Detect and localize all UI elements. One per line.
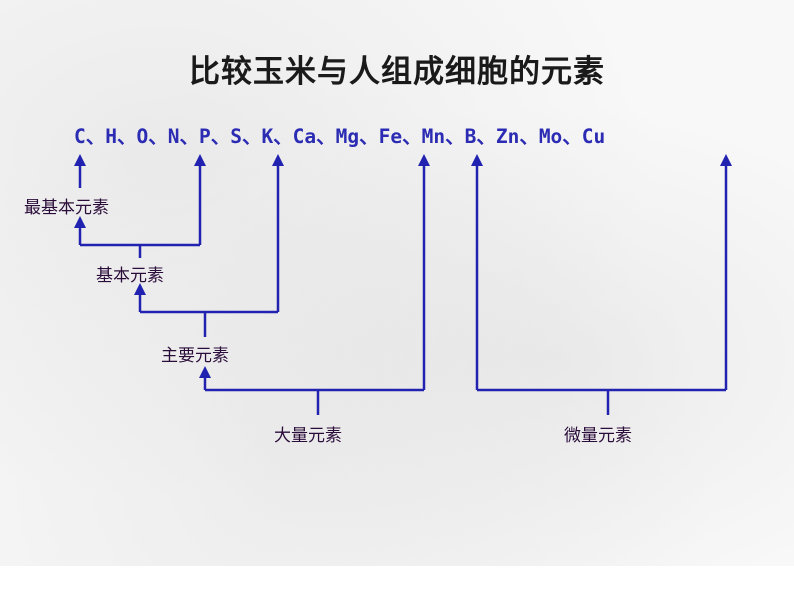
arrowhead-carbon xyxy=(74,154,86,166)
main-bracket xyxy=(138,163,280,337)
macro-bracket xyxy=(203,163,426,415)
arrowhead-nitrogen xyxy=(194,154,206,166)
arrowhead-main xyxy=(199,366,211,378)
label-micro: 微量元素 xyxy=(564,426,632,446)
micro-bracket xyxy=(475,163,728,415)
bottom-band xyxy=(0,566,794,596)
basic-bracket xyxy=(78,163,202,258)
arrowhead-copper xyxy=(720,154,732,166)
label-macro: 大量元素 xyxy=(274,426,342,446)
arrowhead-magnesium xyxy=(418,154,430,166)
arrowhead-iron xyxy=(471,154,483,166)
arrowhead-sulfur xyxy=(272,154,284,166)
element-list: C、H、O、N、P、S、K、Ca、Mg、Fe、Mn、B、Zn、Mo、Cu xyxy=(74,125,606,148)
page-title: 比较玉米与人组成细胞的元素 xyxy=(189,54,605,90)
label-basic: 基本元素 xyxy=(96,266,164,286)
arrowhead-most-basic xyxy=(74,216,86,228)
arrowhead-basic xyxy=(134,283,146,295)
label-most-basic: 最基本元素 xyxy=(24,198,109,218)
label-main: 主要元素 xyxy=(161,346,229,366)
